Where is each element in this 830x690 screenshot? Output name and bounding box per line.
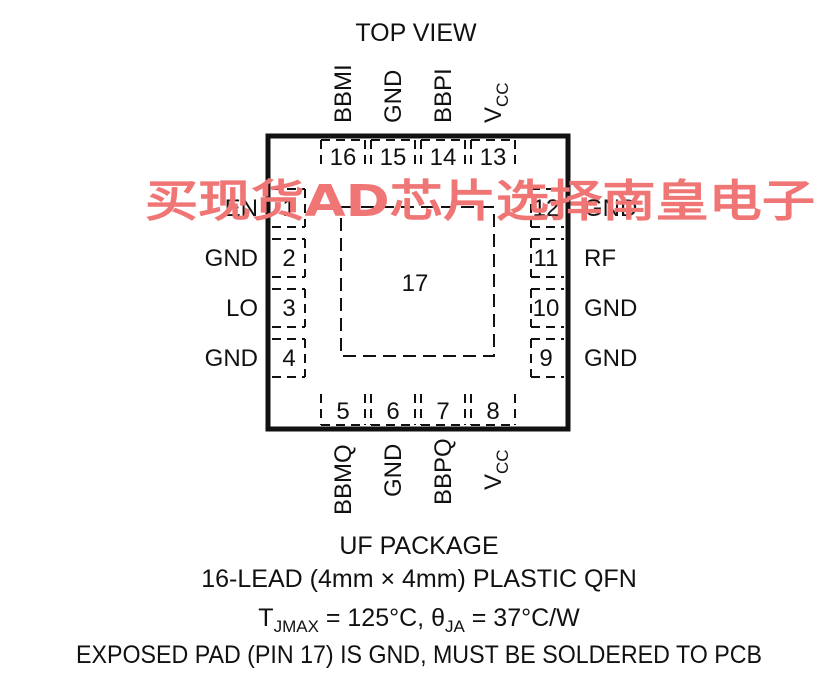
pin-number-2: 2 xyxy=(282,245,295,272)
pin-number-5: 5 xyxy=(336,398,349,425)
pad-outline-15 xyxy=(370,139,416,170)
pin-number-6: 6 xyxy=(386,398,399,425)
left-pads xyxy=(272,188,306,378)
pin-name-13: VCC xyxy=(480,82,512,123)
pin-number-1: 1 xyxy=(282,195,295,222)
pin-name-15: GND xyxy=(380,70,407,123)
pin-number-8: 8 xyxy=(486,398,499,425)
right-pads xyxy=(530,188,564,378)
pin-name-8: VCC xyxy=(480,449,512,490)
top-view-label: TOP VIEW xyxy=(355,19,477,47)
pin-name-12: GND xyxy=(584,195,637,222)
pad-outline-13 xyxy=(470,139,516,170)
pad-outline-11 xyxy=(530,238,564,278)
pad-outline-12 xyxy=(530,188,564,228)
pin-name-5: BBMQ xyxy=(330,444,357,515)
pin-name-3: LO xyxy=(226,295,258,322)
thermal-info: TJMAX = 125°C, θJA = 37°C/W xyxy=(258,604,580,636)
pin-number-16: 16 xyxy=(330,144,357,171)
pin-name-6: GND xyxy=(380,444,407,497)
package-name: UF PACKAGE xyxy=(339,532,498,560)
pad-outline-10 xyxy=(530,288,564,328)
pad-outline-4 xyxy=(272,338,306,378)
pin-name-1: EN xyxy=(225,195,258,222)
pin-number-4: 4 xyxy=(282,345,295,372)
pin-name-2: GND xyxy=(205,245,258,272)
top-pads xyxy=(320,139,516,170)
pin-number-3: 3 xyxy=(282,295,295,322)
pad-outline-9 xyxy=(530,338,564,378)
pin-number-15: 15 xyxy=(380,144,407,171)
pin-number-14: 14 xyxy=(430,144,457,171)
watermark: 买现货AD芯片选择南皇电子 xyxy=(145,176,815,227)
pad-outline-14 xyxy=(420,139,466,170)
exposed-pad xyxy=(340,206,495,357)
pad-outline-1 xyxy=(272,188,306,228)
pad-outline-3 xyxy=(272,288,306,328)
pin-number-13: 13 xyxy=(480,144,507,171)
bottom-pads xyxy=(320,394,516,426)
exposed-pad-note: EXPOSED PAD (PIN 17) IS GND, MUST BE SOL… xyxy=(76,641,762,669)
pin-name-10: GND xyxy=(584,295,637,322)
pad-outline-7 xyxy=(420,394,466,426)
pin-name-4: GND xyxy=(205,345,258,372)
pin-number-9: 9 xyxy=(539,345,552,372)
pad-outline-2 xyxy=(272,238,306,278)
package-description: 16-LEAD (4mm × 4mm) PLASTIC QFN xyxy=(201,565,637,593)
pad-outline-5 xyxy=(320,394,366,426)
pad-outline-8 xyxy=(470,394,516,426)
pin-number-7: 7 xyxy=(436,398,449,425)
pin-number-11: 11 xyxy=(534,245,559,272)
pin-name-16: BBMI xyxy=(330,64,357,123)
package-body xyxy=(265,133,571,432)
pad-outline-6 xyxy=(370,394,416,426)
pin-name-14: BBPI xyxy=(430,68,457,123)
pin-name-7: BBPQ xyxy=(430,438,457,505)
pin-number-10: 10 xyxy=(533,295,560,322)
pin-name-11: RF xyxy=(584,245,616,272)
pin-name-9: GND xyxy=(584,345,637,372)
pin-number-12: 12 xyxy=(533,195,560,222)
pad-outline-16 xyxy=(320,139,366,170)
exposed-pad-number: 17 xyxy=(402,270,429,297)
